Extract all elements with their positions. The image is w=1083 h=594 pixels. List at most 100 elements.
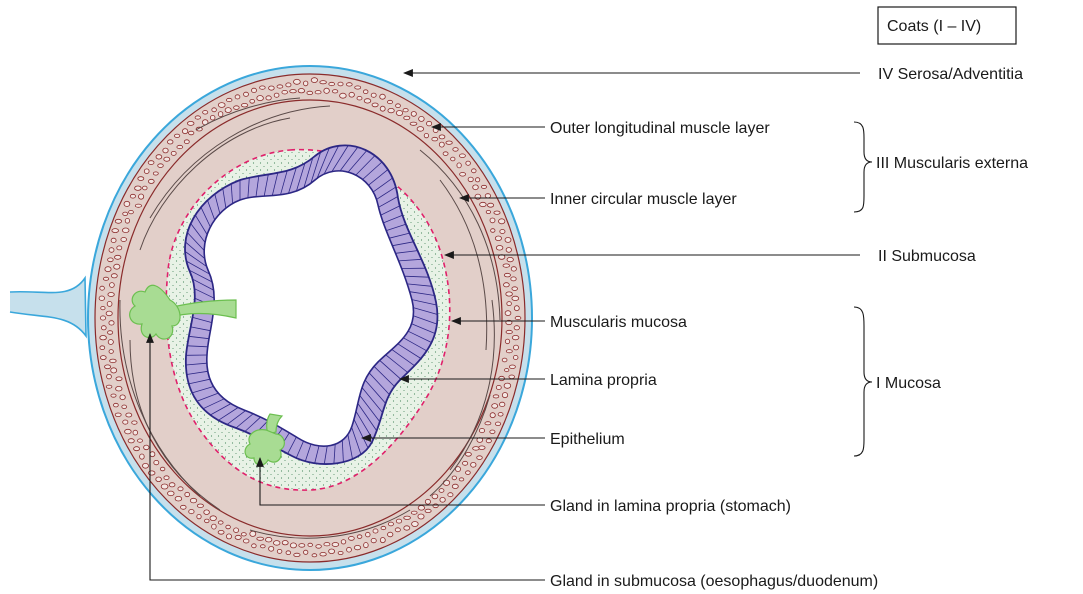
- muscle-cell: [480, 202, 487, 206]
- muscle-cell: [506, 350, 512, 353]
- muscle-cell: [491, 229, 495, 233]
- muscle-cell: [439, 135, 445, 139]
- muscle-cell: [432, 137, 438, 141]
- muscle-cell: [495, 236, 501, 241]
- muscle-cell: [298, 89, 304, 93]
- muscle-cell: [101, 326, 106, 330]
- muscle-cell: [204, 510, 210, 515]
- label-mucosa: I Mucosa: [876, 375, 941, 392]
- muscle-cell: [212, 108, 217, 112]
- muscle-cell: [138, 177, 144, 181]
- muscle-cell: [101, 306, 105, 309]
- muscle-cell: [128, 439, 134, 443]
- muscle-cell: [294, 79, 301, 84]
- muscle-cell: [463, 461, 468, 465]
- muscle-cell: [453, 148, 458, 152]
- muscle-cell: [290, 90, 297, 93]
- muscle-cell: [123, 420, 128, 424]
- muscle-cell: [514, 306, 519, 311]
- muscle-cell: [372, 103, 378, 107]
- muscle-cell: [290, 543, 296, 548]
- muscle-cell: [156, 155, 162, 159]
- muscle-cell: [459, 154, 465, 158]
- muscle-cell: [111, 368, 117, 373]
- muscle-cell: [451, 157, 455, 161]
- muscularis-externa-brace: [854, 122, 872, 212]
- muscle-cell: [140, 454, 145, 459]
- muscle-cell: [260, 86, 266, 89]
- muscle-cell: [329, 549, 335, 554]
- muscle-cell: [443, 480, 449, 485]
- muscle-cell: [471, 462, 476, 467]
- muscle-cell: [465, 452, 471, 456]
- label-inner-circular: Inner circular muscle layer: [550, 191, 737, 208]
- muscle-cell: [432, 494, 438, 499]
- muscle-cell: [135, 204, 141, 207]
- muscle-cell: [189, 510, 194, 514]
- muscle-cell: [411, 112, 416, 117]
- muscle-cell: [304, 81, 308, 86]
- muscle-cell: [396, 104, 401, 108]
- muscle-cell: [307, 91, 313, 94]
- muscle-cell: [410, 122, 417, 125]
- muscle-cell: [479, 429, 484, 433]
- label-muscularis-externa: III Muscularis externa: [876, 155, 1028, 172]
- muscle-cell: [304, 550, 308, 554]
- muscle-cell: [481, 185, 486, 188]
- muscle-cell: [109, 321, 114, 325]
- muscle-cell: [122, 228, 129, 233]
- muscle-cell: [503, 264, 510, 267]
- muscle-cell: [277, 549, 282, 553]
- muscle-cell: [439, 489, 444, 493]
- muscle-cell: [148, 471, 155, 475]
- muscle-cell: [143, 186, 148, 190]
- muscle-cell: [494, 211, 500, 214]
- muscle-cell: [115, 413, 121, 417]
- muscle-cell: [446, 141, 452, 144]
- muscle-cell: [349, 92, 354, 97]
- muscle-cell: [404, 116, 410, 120]
- muscle-cell: [107, 301, 112, 306]
- muscle-cell: [457, 163, 461, 168]
- muscle-cell: [364, 99, 371, 103]
- muscle-cell: [294, 553, 300, 556]
- muscle-cell: [506, 248, 511, 253]
- muscle-cell: [381, 526, 386, 529]
- muscle-cell: [111, 274, 117, 278]
- muscle-cell: [472, 169, 477, 173]
- muscle-cell: [124, 201, 130, 206]
- muscle-cell: [161, 484, 168, 489]
- muscle-cell: [175, 496, 182, 501]
- muscle-cell: [197, 504, 203, 508]
- muscle-cell: [403, 109, 408, 112]
- muscle-cell: [395, 528, 400, 532]
- muscle-cell: [243, 539, 249, 543]
- muscle-cell: [373, 529, 378, 533]
- muscle-cell: [459, 478, 464, 481]
- muscle-cell: [177, 145, 183, 148]
- muscle-cell: [452, 476, 456, 480]
- muscle-cell: [505, 369, 509, 372]
- muscle-cell: [160, 467, 165, 471]
- muscle-cell: [513, 355, 518, 359]
- muscle-cell: [506, 292, 513, 296]
- muscle-cell: [106, 311, 112, 316]
- label-gland-lamina-propria: Gland in lamina propria (stomach): [550, 498, 791, 515]
- muscle-cell: [512, 287, 518, 291]
- muscle-cell: [341, 540, 346, 544]
- muscle-cell: [266, 96, 271, 100]
- muscle-cell: [197, 514, 201, 518]
- muscle-cell: [514, 345, 519, 350]
- muscle-cell: [269, 86, 275, 90]
- label-gland-submucosa: Gland in submucosa (oesophagus/duodenum): [550, 573, 878, 590]
- muscle-cell: [148, 161, 154, 165]
- muscle-cell: [195, 116, 200, 119]
- muscle-cell: [252, 544, 257, 548]
- muscle-cell: [380, 538, 385, 543]
- muscle-cell: [443, 152, 448, 156]
- muscle-cell: [347, 547, 352, 552]
- muscle-cell: [504, 283, 510, 287]
- muscle-cell: [117, 246, 122, 250]
- muscle-cell: [100, 336, 107, 340]
- muscle-cell: [504, 273, 510, 277]
